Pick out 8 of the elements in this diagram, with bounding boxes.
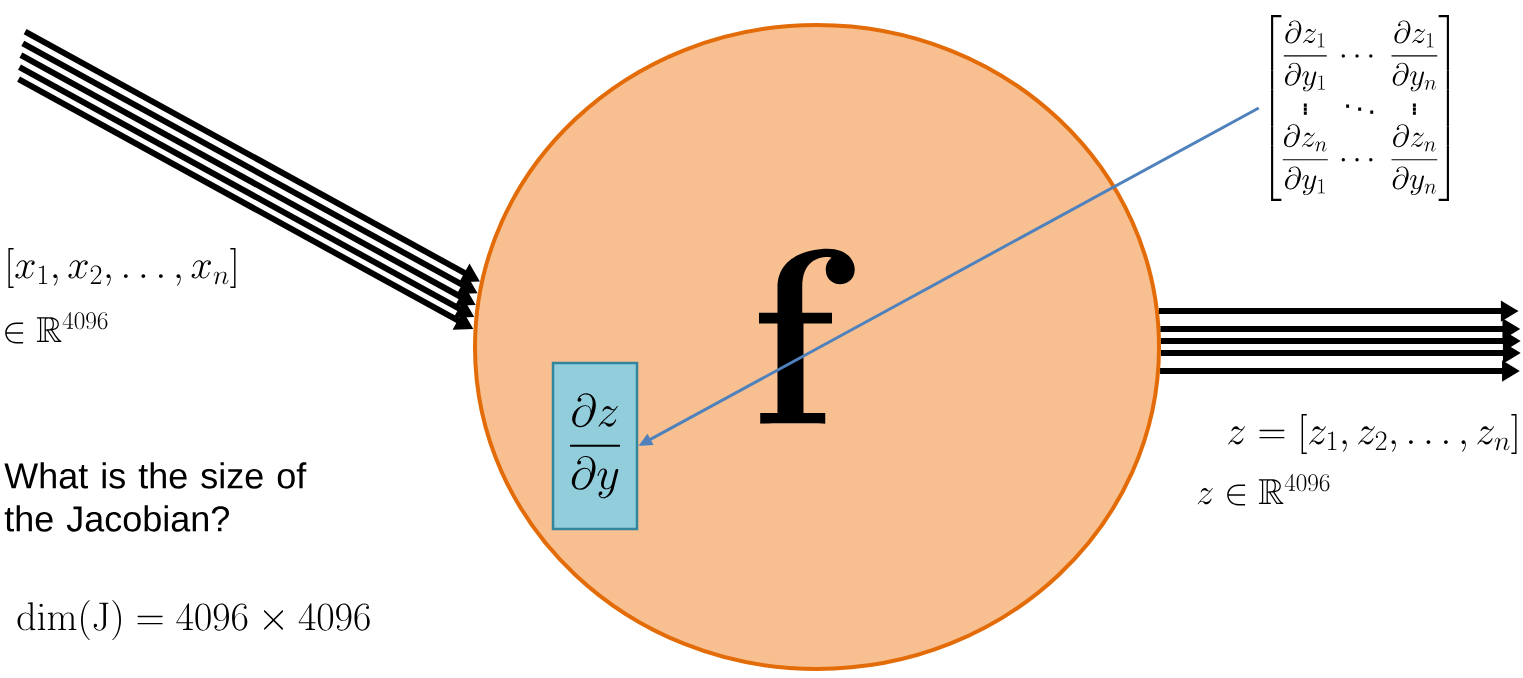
vector-label: $z = [z_1, z_2, \ldots, z_n]$: [1228, 414, 1517, 454]
derivative-box: $\dfrac{\partial z}{\partial y}$: [551, 361, 639, 531]
set-label: $z \in \mathbb{R}^{4096}$: [1197, 474, 1330, 506]
vector-label: $[x_1, x_2, \ldots, x_n]$: [8, 248, 236, 288]
set-label: $\in \mathbb{R}^{4096}$: [5, 312, 108, 344]
dimension-equation: $\dim(\mathrm{J}) = 4096 \times 4096$: [17, 600, 370, 640]
question-text: What is the size of the Jacobian?: [4, 462, 307, 532]
jacobian-matrix: $\begin{bmatrix} \dfrac{\partial z_1}{\partial y_1} & \cdots & \dfrac{\partial z_1}{\partial y_n} \\ \vdots & \ddots & \vdots \\ \dfrac{\partial z_n}{\partial y_1} & \cdots & \dfrac{\partial z_n}{\partial y_n} \end{bmatrix}$: [1271, 15, 1449, 201]
